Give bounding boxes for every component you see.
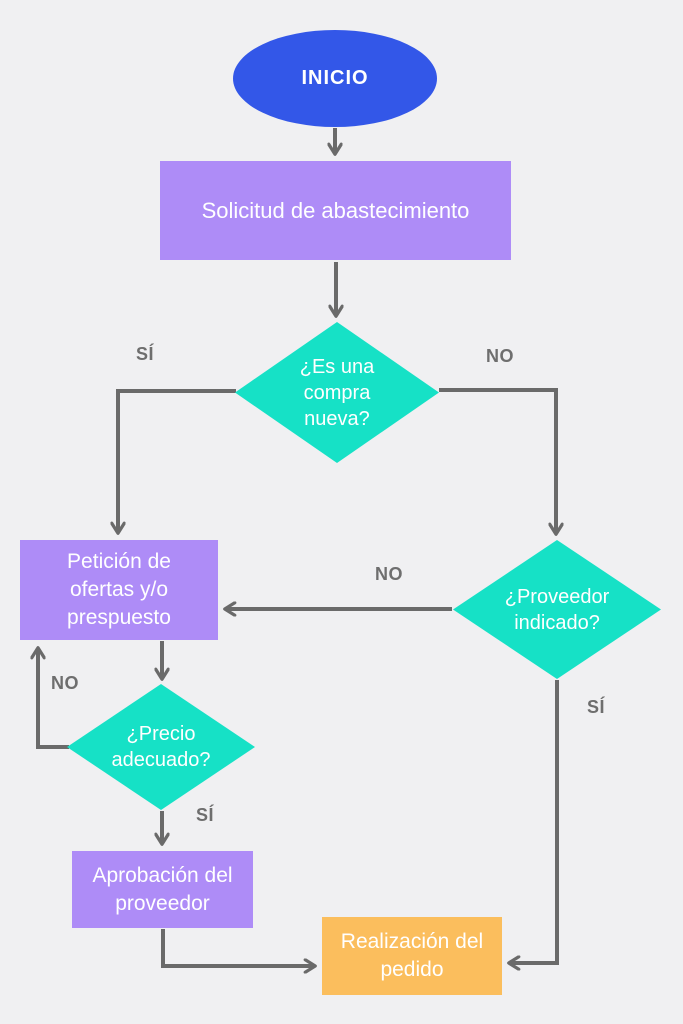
process-node-peticion: Petición de ofertas y/o prespuesto — [20, 540, 218, 640]
edge-precio-no-peticion — [38, 649, 69, 749]
edge-label-precio-si: SÍ — [196, 805, 215, 825]
edge-compra-si-peticion — [118, 389, 236, 532]
terminal-node-realizacion: Realización del pedido — [322, 917, 502, 995]
edge-label-proveedor-no: NO — [375, 564, 403, 584]
edge-proveedor-si-realizacion — [510, 680, 559, 963]
edge-compra-no-proveedor — [439, 388, 556, 533]
edge-label-compra-no: NO — [486, 346, 514, 366]
edge-label-proveedor-si: SÍ — [587, 697, 606, 717]
edge-label-compra-si: SÍ — [136, 344, 155, 364]
edge-label-precio-no: NO — [51, 673, 79, 693]
process-node-aprobacion: Aprobación del proveedor — [72, 851, 253, 928]
process-node-solicitud: Solicitud de abastecimiento — [160, 161, 511, 260]
edge-aprobacion-realizacion — [161, 929, 314, 966]
start-node-inicio: INICIO — [233, 30, 437, 127]
